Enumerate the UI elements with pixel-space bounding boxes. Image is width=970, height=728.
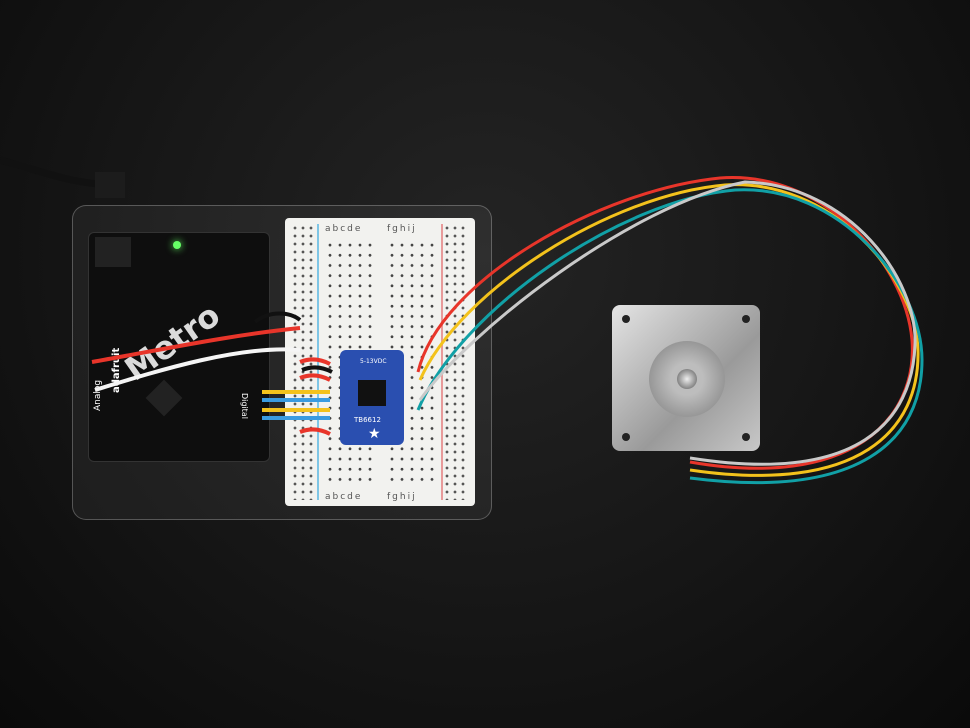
barrel-plug: [95, 172, 125, 198]
motor-wire-gray: [418, 180, 917, 466]
dc-jack: [95, 237, 131, 267]
driver-chip: [358, 380, 386, 406]
stepper-motor: [612, 305, 760, 451]
power-led: [173, 241, 181, 249]
columns-top-left: abcde: [325, 224, 363, 234]
mount-hole: [742, 315, 750, 323]
star-icon: ★: [368, 426, 381, 442]
columns-bottom-right: fghij: [387, 492, 417, 502]
columns-bottom-left: abcde: [325, 492, 363, 502]
white-ground-wire: [94, 347, 301, 392]
motor-hub: [649, 341, 725, 417]
mount-hole: [622, 315, 630, 323]
columns-top-right: fghij: [387, 224, 417, 234]
red-jumpers: [299, 357, 331, 436]
mount-hole: [622, 433, 630, 441]
tb6612-driver-board: 5-13VDC TB6612 ★: [340, 350, 404, 445]
black-wire: [253, 311, 302, 324]
motor-wire-teal: [416, 188, 924, 485]
motor-shaft: [677, 369, 697, 389]
red-power-wire: [91, 326, 301, 364]
mount-hole: [742, 433, 750, 441]
voltage-label: 5-13VDC: [360, 358, 387, 365]
black-jumper: [301, 365, 333, 374]
driver-name-label: TB6612: [354, 416, 381, 424]
